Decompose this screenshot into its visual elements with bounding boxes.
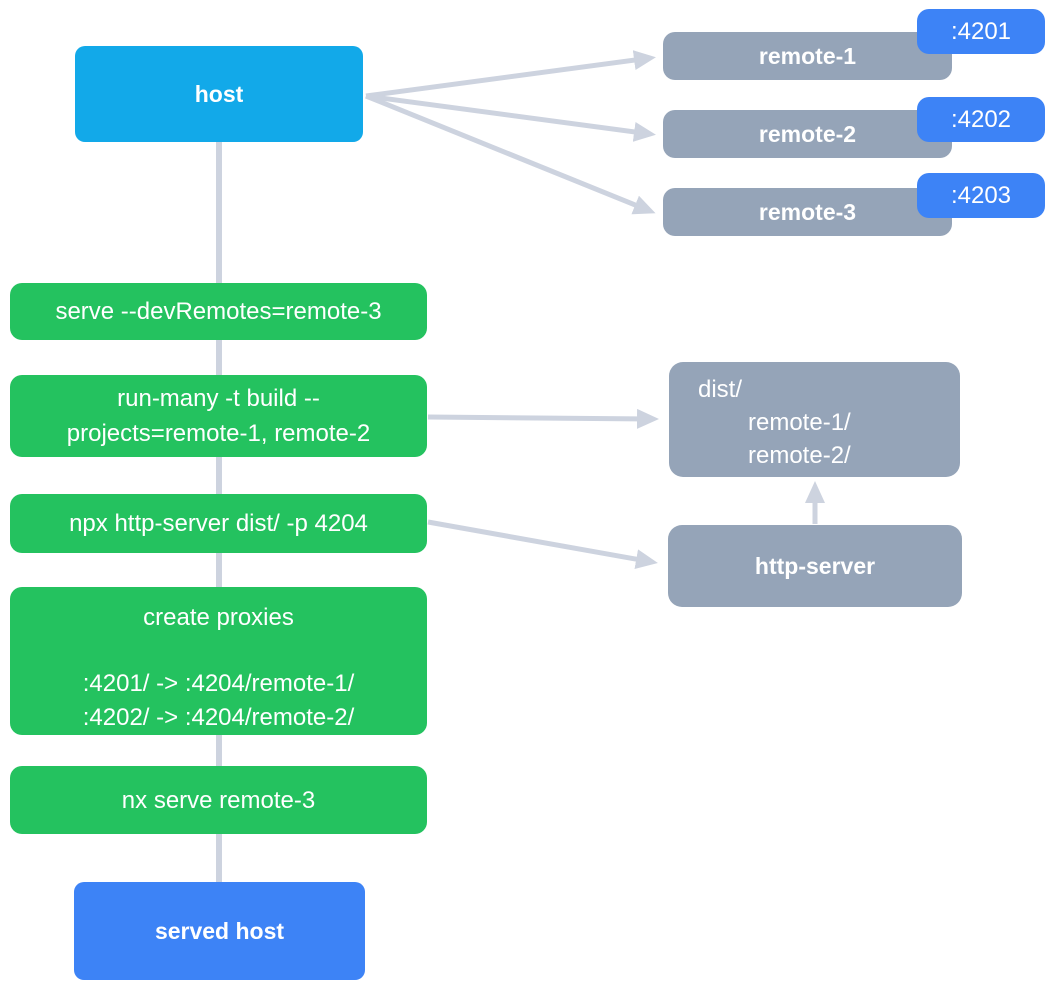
arrow-host-to-remote-2	[365, 93, 656, 142]
dist-line-root: dist/	[698, 376, 743, 403]
remote-2-label: remote-2	[758, 120, 857, 147]
step-serve-devremotes: serve --devRemotes=remote-3	[10, 283, 427, 340]
step-create-proxies: create proxies :4201/ -> :4204/remote-1/…	[10, 587, 427, 735]
port-badge-4201-label: :4201	[950, 17, 1012, 45]
served-host-label: served host	[154, 917, 285, 944]
step-run-many-line-1: run-many -t build --	[117, 385, 320, 412]
host-node: host	[75, 46, 363, 142]
arrow-npx-to-httpserver	[427, 519, 658, 570]
remote-1-node: remote-1	[663, 32, 952, 80]
remote-3-node: remote-3	[663, 188, 952, 236]
http-server-node: http-server	[668, 525, 962, 607]
step-run-many-build: run-many -t build -- projects=remote-1, …	[10, 375, 427, 457]
dist-folder-node: dist/ remote-1/ remote-2/	[669, 362, 960, 477]
step-nx-serve-remote-3: nx serve remote-3	[10, 766, 427, 834]
remote-3-label: remote-3	[758, 198, 857, 225]
port-badge-4203-label: :4203	[950, 181, 1012, 209]
proxy-mapping-1: :4201/ -> :4204/remote-1/	[82, 670, 355, 697]
remote-1-label: remote-1	[758, 42, 857, 69]
http-server-label: http-server	[754, 552, 876, 579]
host-label: host	[194, 80, 244, 107]
dist-line-remote-2: remote-2/	[748, 442, 851, 469]
step-serve-devremotes-label: serve --devRemotes=remote-3	[55, 298, 382, 325]
step-run-many-line-2: projects=remote-1, remote-2	[66, 420, 371, 447]
served-host-node: served host	[74, 882, 365, 980]
step-npx-http-server-label: npx http-server dist/ -p 4204	[69, 510, 368, 537]
dist-line-remote-1: remote-1/	[748, 409, 851, 436]
port-badge-4201: :4201	[917, 9, 1045, 54]
arrow-runmany-to-dist	[427, 408, 659, 429]
arrow-host-to-remote-3	[365, 93, 656, 215]
arrow-host-to-remote-1	[365, 50, 656, 99]
step-create-proxies-title: create proxies	[143, 604, 294, 631]
proxy-mapping-2: :4202/ -> :4204/remote-2/	[82, 704, 355, 731]
port-badge-4203: :4203	[917, 173, 1045, 218]
step-nx-serve-remote-3-label: nx serve remote-3	[121, 786, 316, 814]
port-badge-4202-label: :4202	[950, 105, 1012, 133]
remote-2-node: remote-2	[663, 110, 952, 158]
port-badge-4202: :4202	[917, 97, 1045, 142]
step-npx-http-server: npx http-server dist/ -p 4204	[10, 494, 427, 553]
